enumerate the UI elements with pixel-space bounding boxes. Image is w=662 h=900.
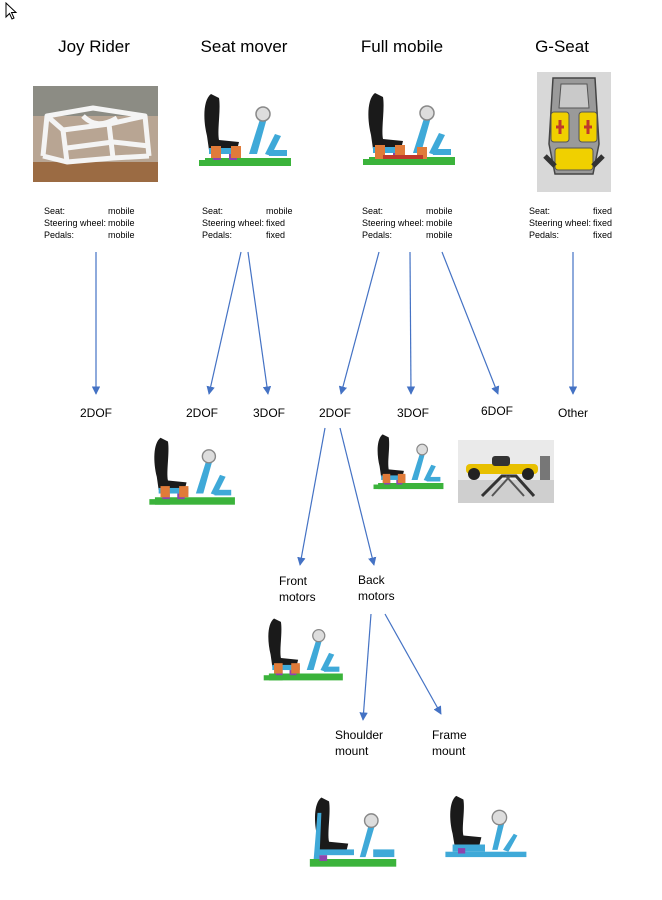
cursor-arrow-icon	[5, 2, 19, 20]
spec-value: mobile	[426, 230, 453, 240]
spec-key: Steering wheel:	[44, 218, 107, 228]
full-mobile-model	[361, 86, 461, 178]
dof-label-seat-mover-3dof: 3DOF	[253, 406, 286, 420]
front-motors-model	[262, 614, 348, 690]
full-mobile-3dof-model	[372, 426, 448, 502]
shoulder-mount-model	[306, 792, 402, 878]
arrow-back-frame-mount	[384, 613, 442, 715]
arrow-back-shoulder-mount	[359, 613, 372, 721]
frame-mount-line1: Frame	[432, 728, 467, 742]
column-title-g-seat: G-Seat	[535, 37, 589, 56]
spec-key: Seat:	[202, 206, 224, 216]
specs-seat-mover: Seat: mobile Steering wheel:fixed Pedals:…	[202, 205, 298, 241]
6dof-photo	[458, 440, 554, 503]
arrow-2dof-back-motors	[339, 427, 377, 566]
back-motors-label: Back motors	[358, 572, 395, 604]
column-title-joy-rider: Joy Rider	[58, 37, 130, 56]
spec-key: Pedals:	[362, 230, 393, 240]
back-motors-line1: Back	[358, 573, 385, 587]
dof-label-full-mobile-3dof: 3DOF	[397, 406, 430, 420]
shoulder-mount-label: Shoulder mount	[335, 727, 383, 759]
spec-key: Pedals:	[44, 230, 75, 240]
front-motors-line1: Front	[279, 574, 308, 588]
shoulder-mount-line2: mount	[335, 744, 369, 758]
frame-mount-line2: mount	[432, 744, 466, 758]
dof-label-seat-mover-2dof: 2DOF	[186, 406, 219, 420]
specs-full-mobile: Seat: mobile Steering wheel:mobile Pedals…	[362, 205, 458, 241]
seat-mover-2dof-model	[144, 434, 244, 514]
joy-rider-photo	[33, 86, 158, 182]
front-motors-label: Front motors	[279, 573, 316, 605]
back-motors-line2: motors	[358, 589, 395, 603]
column-title-seat-mover: Seat mover	[200, 37, 288, 56]
spec-value: mobile	[266, 206, 293, 216]
arrow-seat-mover-2dof	[206, 251, 242, 395]
arrow-seat-mover-3dof	[247, 251, 272, 395]
dof-label-other: Other	[558, 406, 589, 420]
arrow-full-mobile-6dof	[441, 251, 500, 395]
column-title-full-mobile: Full mobile	[360, 37, 444, 56]
spec-key: Seat:	[44, 206, 66, 216]
frame-mount-label: Frame mount	[432, 727, 467, 759]
arrow-2dof-front-motors	[297, 427, 326, 566]
spec-key: Seat:	[362, 206, 384, 216]
spec-key: Steering wheel:	[362, 218, 425, 228]
front-motors-line2: motors	[279, 590, 316, 604]
spec-key: Pedals:	[202, 230, 233, 240]
dof-label-full-mobile-2dof: 2DOF	[319, 406, 352, 420]
spec-value: mobile	[108, 206, 135, 216]
spec-key: Steering wheel:	[529, 218, 592, 228]
g-seat-model	[537, 72, 611, 192]
shoulder-mount-line1: Shoulder	[335, 728, 384, 742]
spec-value: fixed	[593, 230, 613, 240]
dof-label-full-mobile-6dof: 6DOF	[481, 404, 514, 418]
spec-key: Seat:	[529, 206, 551, 216]
spec-value: fixed	[593, 206, 613, 216]
spec-key: Steering wheel:	[202, 218, 265, 228]
spec-key: Pedals:	[529, 230, 560, 240]
spec-value: mobile	[108, 218, 135, 228]
specs-g-seat: Seat: fixed Steering wheel:fixed Pedals: f…	[529, 205, 625, 241]
spec-value: mobile	[426, 218, 453, 228]
spec-value: mobile	[426, 206, 453, 216]
frame-mount-model	[440, 789, 530, 873]
arrow-full-mobile-2dof	[338, 251, 380, 395]
spec-value: fixed	[266, 218, 286, 228]
spec-value: mobile	[108, 230, 135, 240]
dof-label-joy-rider-2dof: 2DOF	[80, 406, 113, 420]
specs-joy-rider: Seat: mobile Steering wheel:mobile Pedals…	[44, 205, 140, 241]
spec-value: fixed	[593, 218, 613, 228]
spec-value: fixed	[266, 230, 286, 240]
arrow-full-mobile-3dof	[406, 251, 416, 395]
